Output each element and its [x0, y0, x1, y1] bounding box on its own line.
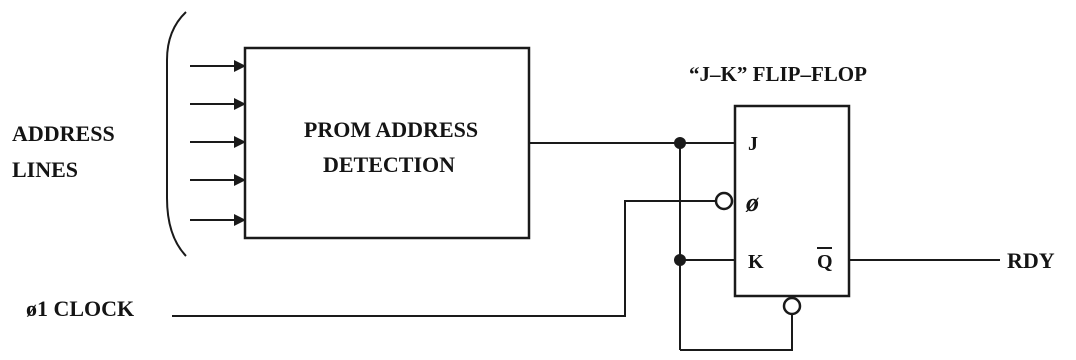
rdy-output-label: RDY	[1007, 248, 1055, 273]
clock-inversion-bubble	[714, 191, 734, 211]
address-line-arrows	[190, 60, 246, 226]
flip-flop-title: “J–K” FLIP–FLOP	[689, 62, 867, 86]
address-lines-label-2: LINES	[12, 157, 78, 182]
pin-j-label: J	[748, 133, 758, 155]
pin-clock-label: ø	[745, 188, 760, 217]
pin-q-bar-label: Q	[817, 251, 833, 273]
junction-dot	[674, 137, 686, 149]
address-bus-bracket	[166, 11, 187, 257]
clear-inversion-bubble	[782, 296, 802, 316]
prom-title-2: DETECTION	[323, 152, 455, 177]
address-lines-label: ADDRESS	[12, 121, 115, 146]
prom-title: PROM ADDRESS	[304, 117, 478, 142]
clock-input-label: ø1 CLOCK	[26, 296, 134, 321]
junction-dot	[674, 254, 686, 266]
clock-wire	[172, 200, 715, 317]
feedback-wire	[680, 315, 793, 351]
pin-k-label: K	[748, 251, 764, 273]
prom-address-detection-block	[243, 46, 531, 240]
jk-flip-flop-block	[733, 104, 851, 298]
